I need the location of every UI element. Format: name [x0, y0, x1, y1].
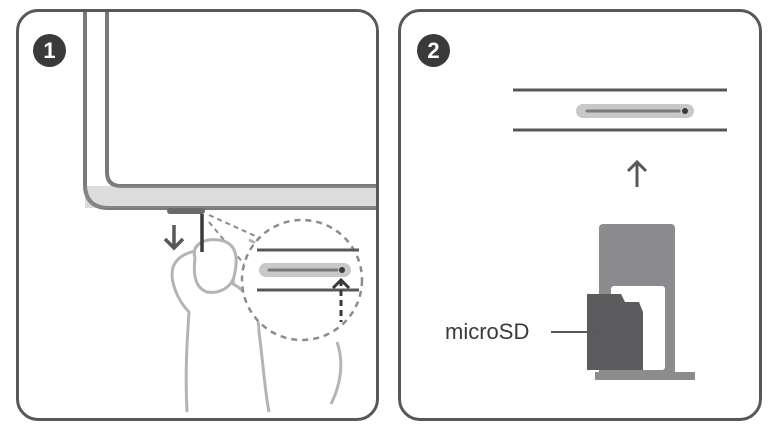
device-screen — [105, 12, 376, 188]
magnifier-circle — [240, 218, 364, 342]
microsd-card-icon — [551, 294, 643, 370]
card-slot — [167, 208, 205, 214]
microsd-label: microSD — [445, 319, 530, 344]
arrow-up-icon — [331, 277, 351, 322]
step-1-panel: 1 — [16, 9, 379, 421]
arrow-up-icon — [626, 159, 648, 187]
step-1-badge: 1 — [33, 34, 66, 67]
step-2-panel: 2 microSD — [398, 9, 762, 421]
step-2-badge: 2 — [417, 34, 450, 67]
step-2-illustration — [513, 88, 727, 380]
arrow-down-icon — [163, 225, 185, 251]
device-body — [83, 12, 376, 210]
step-1-illustration — [83, 12, 376, 413]
